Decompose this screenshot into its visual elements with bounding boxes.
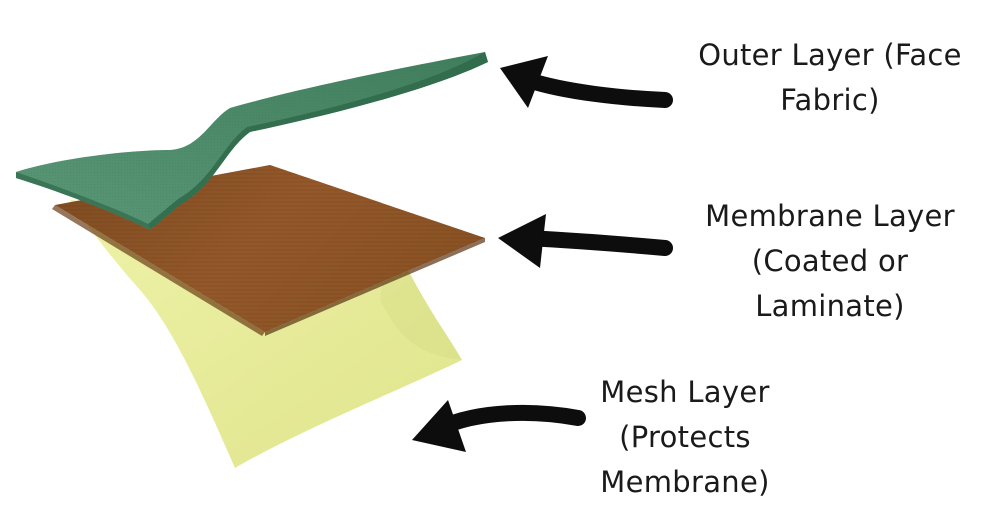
- label-mesh-layer: Mesh Layer (Protects Membrane): [555, 370, 815, 505]
- label-membrane-layer: Membrane Layer (Coated or Laminate): [680, 194, 980, 329]
- label-mesh-line-2: (Protects: [619, 420, 751, 454]
- arrow-membrane-icon: [498, 214, 673, 268]
- arrow-outer-icon: [500, 56, 673, 108]
- label-mesh-line-3: Membrane): [600, 465, 770, 499]
- label-membrane-line-2: (Coated or: [751, 244, 909, 278]
- label-outer-line-1: Outer Layer (Face: [698, 38, 962, 72]
- label-membrane-line-1: Membrane Layer: [705, 199, 955, 233]
- label-outer-layer: Outer Layer (Face Fabric): [680, 33, 980, 123]
- label-outer-line-2: Fabric): [780, 83, 880, 117]
- label-mesh-line-1: Mesh Layer: [600, 375, 770, 409]
- label-membrane-line-3: Laminate): [755, 289, 905, 323]
- arrow-mesh-icon: [412, 400, 586, 452]
- outer-layer: [16, 52, 488, 230]
